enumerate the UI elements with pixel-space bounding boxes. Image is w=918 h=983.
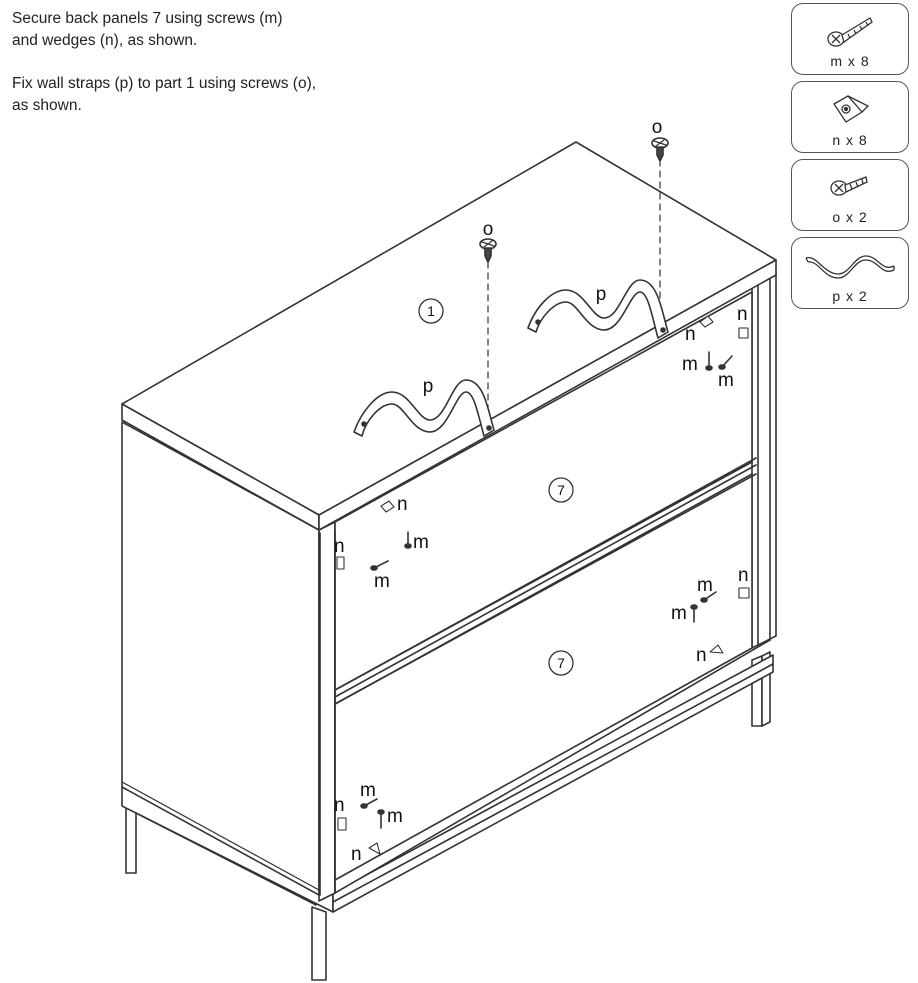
wedge-icon: [833, 95, 870, 123]
svg-text:m: m: [671, 603, 687, 624]
wedges-n: [336, 315, 750, 855]
side-panel-edge: [318, 521, 336, 902]
legend-box-o: o x 2: [791, 159, 909, 231]
svg-text:n: n: [737, 304, 748, 325]
screws-m: [360, 351, 733, 829]
svg-text:7: 7: [557, 655, 565, 671]
screw-o-left: [479, 238, 497, 263]
svg-text:m: m: [718, 370, 734, 391]
svg-text:m: m: [360, 780, 376, 801]
screw-icon: [827, 17, 873, 47]
svg-text:m: m: [374, 571, 390, 592]
svg-text:p: p: [596, 284, 607, 305]
instructions: Secure back panels 7 using screws (m) an…: [12, 8, 412, 138]
svg-text:n: n: [397, 494, 408, 515]
legend-label-m: m x 8: [830, 53, 870, 69]
svg-text:n: n: [685, 324, 696, 345]
svg-text:m: m: [682, 354, 698, 375]
svg-text:m: m: [387, 806, 403, 827]
svg-text:m: m: [697, 575, 713, 596]
svg-text:o: o: [483, 219, 494, 240]
svg-text:7: 7: [557, 482, 565, 498]
base-frame: [121, 654, 774, 913]
legend-label-o: o x 2: [832, 209, 868, 225]
legend-box-p: p x 2: [791, 237, 909, 309]
svg-text:o: o: [652, 117, 663, 138]
instruction-step-wallstraps: Fix wall straps (p) to part 1 using scre…: [12, 75, 317, 114]
wall-strap-right: [527, 279, 669, 339]
svg-text:m: m: [413, 532, 429, 553]
svg-text:n: n: [696, 645, 707, 666]
screw-icon: [830, 176, 868, 196]
part-number-1: 1: [418, 298, 444, 324]
svg-text:n: n: [334, 536, 345, 557]
svg-text:n: n: [738, 565, 749, 586]
wall-strap-icon: [805, 255, 895, 279]
svg-text:p: p: [423, 376, 434, 397]
part-number-7-lower: 7: [548, 650, 574, 676]
part-number-7-upper: 7: [548, 477, 574, 503]
diagram-labels: o o p p n n m m n m n m n m m n m m n n: [334, 117, 749, 865]
instruction-step-backpanels: Secure back panels 7 using screws (m) an…: [12, 10, 283, 49]
legend-label-p: p x 2: [832, 288, 868, 304]
svg-text:n: n: [351, 844, 362, 865]
legend-box-n: n x 8: [791, 81, 909, 153]
svg-text:n: n: [334, 795, 345, 816]
svg-text:1: 1: [427, 303, 435, 319]
screw-o-right: [651, 137, 669, 162]
legend-label-n: n x 8: [832, 132, 868, 148]
wall-strap-left: [353, 379, 495, 437]
legend-box-m: m x 8: [791, 3, 909, 75]
right-side-panel-edge: [751, 272, 777, 649]
